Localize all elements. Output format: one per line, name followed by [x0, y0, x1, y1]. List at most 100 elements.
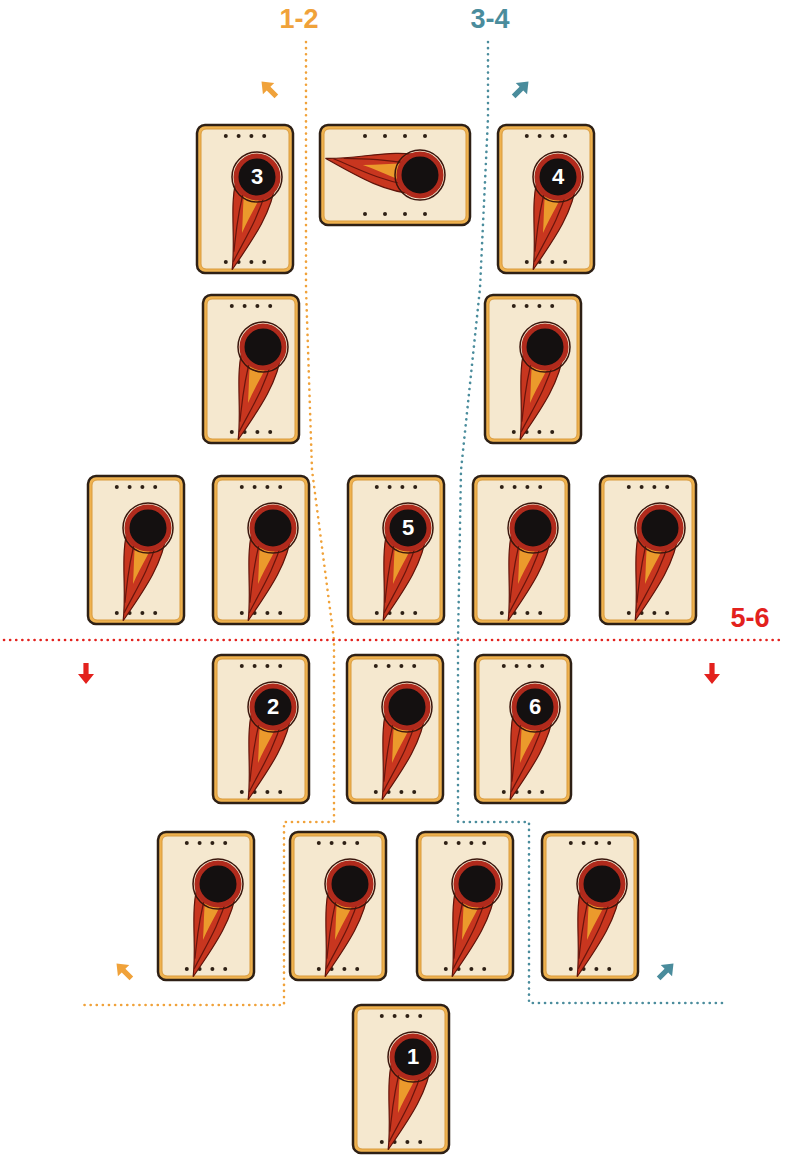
comet-head [127, 507, 169, 549]
card-dot [399, 790, 403, 794]
zone-lines [4, 42, 782, 1005]
comet-card [197, 125, 293, 275]
card-dot [550, 430, 554, 434]
card-dot [249, 134, 253, 138]
comet-rim [382, 682, 432, 732]
card-dot [393, 1014, 397, 1018]
comet [229, 503, 298, 626]
card-dot [527, 790, 531, 794]
card-dot [240, 664, 244, 668]
card-dot [640, 485, 644, 489]
card-dot [469, 967, 473, 971]
comet-card [542, 832, 638, 982]
card-dot [500, 611, 504, 615]
card-dot [550, 304, 554, 308]
card-dot [230, 304, 234, 308]
card-number: 5 [402, 517, 414, 539]
comet-rim [383, 503, 433, 553]
card-dot [278, 485, 282, 489]
comet-head [252, 686, 294, 728]
card-dot [400, 611, 404, 615]
card-dot [525, 304, 529, 308]
comet [433, 859, 502, 982]
card-dot [388, 485, 392, 489]
card-dot [607, 841, 611, 845]
card-dot [525, 134, 529, 138]
card-dot [469, 841, 473, 845]
card-dot [375, 611, 379, 615]
comet [369, 1032, 438, 1155]
card-dot [265, 611, 269, 615]
comet [229, 682, 298, 805]
card-dot [253, 664, 257, 668]
card-dot [383, 134, 387, 138]
card-dot [265, 790, 269, 794]
card-dot [594, 841, 598, 845]
card-dot [652, 485, 656, 489]
card-dot [363, 134, 367, 138]
card-dot [400, 485, 404, 489]
comet-head [639, 507, 681, 549]
comet [174, 859, 243, 982]
card-dot [500, 485, 504, 489]
card-dot [223, 841, 227, 845]
comet-rim [193, 859, 243, 909]
comet-head [399, 154, 441, 196]
comet-card [320, 125, 470, 225]
card-dot [262, 134, 266, 138]
comet-card [485, 295, 581, 445]
card-dot [383, 212, 387, 216]
comet-head [537, 156, 579, 198]
card-dot [237, 134, 241, 138]
comet-head [329, 863, 371, 905]
comet-rim [123, 503, 173, 553]
card-dot [403, 134, 407, 138]
comet [306, 859, 375, 982]
comet-card [417, 832, 513, 982]
cards [88, 125, 696, 1155]
card-dot [240, 790, 244, 794]
zone-label: 3-4 [470, 6, 509, 33]
card-number: 2 [267, 696, 279, 718]
card-dot [317, 841, 321, 845]
comet-rim [388, 1032, 438, 1082]
card-dot [582, 841, 586, 845]
card-dot [355, 967, 359, 971]
card-dot [627, 485, 631, 489]
card-dot [153, 611, 157, 615]
comet-card [347, 655, 443, 805]
card-dot [538, 134, 542, 138]
card-dot [380, 1140, 384, 1144]
comet-head [581, 863, 623, 905]
comet [363, 682, 432, 805]
card-dot [652, 611, 656, 615]
comet-rim [510, 682, 560, 732]
comet-head [236, 156, 278, 198]
dotted-boundary [4, 639, 782, 642]
card-number: 1 [407, 1046, 419, 1068]
card-dot [240, 485, 244, 489]
comet-head [456, 863, 498, 905]
card-dot [502, 790, 506, 794]
card-dot [538, 485, 542, 489]
card-dot [210, 967, 214, 971]
card-dot [330, 841, 334, 845]
zone-label: 1-2 [279, 6, 318, 33]
card-dot [502, 664, 506, 668]
direction-arrow [111, 958, 137, 984]
comet-card [348, 476, 444, 626]
comet-rim [325, 859, 375, 909]
comet [364, 503, 433, 626]
direction-arrow [256, 76, 282, 102]
card-dot [399, 664, 403, 668]
comet [616, 503, 685, 626]
card-dot [262, 260, 266, 264]
card-dot [140, 611, 144, 615]
card-dot [512, 304, 516, 308]
comet [491, 682, 560, 805]
card-dot [405, 1014, 409, 1018]
card-dot [185, 967, 189, 971]
card-dot [418, 1014, 422, 1018]
comet-rim [248, 682, 298, 732]
